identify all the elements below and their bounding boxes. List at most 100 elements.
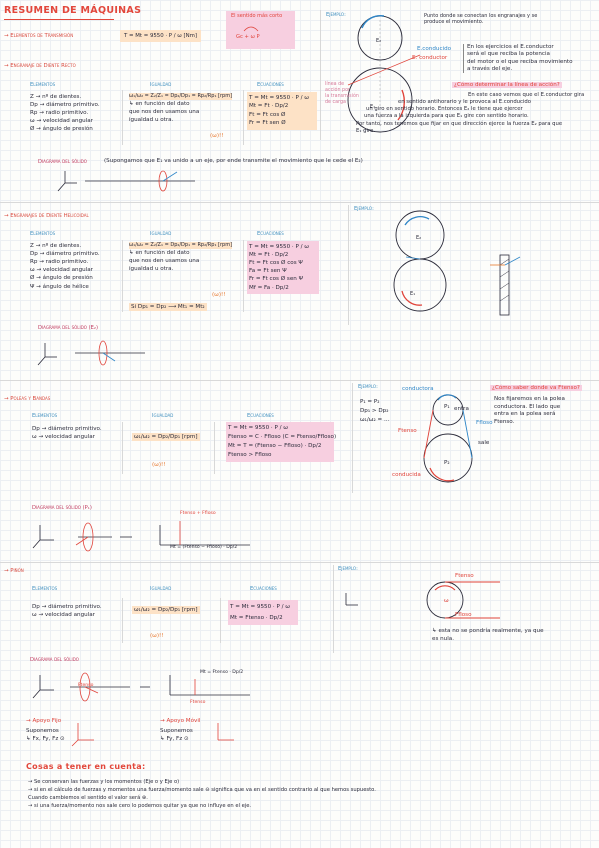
pinon-diagram-ftenso: Ftenso <box>78 683 94 688</box>
helicoidal-col-equations: Ecuaciones <box>257 231 284 237</box>
pinon-equality: ω₁/ω₂ = Dp₂/Dp₁ [rpm] <box>132 606 200 615</box>
pinon-example-ftenso: Ftenso <box>455 573 474 579</box>
divider-pinon <box>333 565 334 653</box>
poleas-equality: ω₁/ω₂ = Dp₂/Dp₁ [rpm] <box>132 433 200 442</box>
poleas-example-label: Ejemplo: <box>358 384 378 390</box>
conductor-explanation: En los ejercicios el E.conductor será el… <box>463 44 573 74</box>
apoyo-fijo-text: Suponemos ↳ Fx, Fy, Fz ⊙ <box>26 728 65 742</box>
poleas-diagram-mt: Mt = (Ftenso − Ffloso) · Dp/2 <box>170 545 238 550</box>
poleas-answer: Nos fijaremos en la polea conductora. El… <box>494 396 565 425</box>
poleas-label-ftenso: Ftenso <box>398 428 417 434</box>
helicoidal-diagram-label: Diagrama del sólido (E₂) <box>38 325 98 331</box>
poleas-example-values: P₁ = P₂ Dp₁ > Dp₂ ω₁/ω₂ = ... <box>360 399 390 423</box>
pinon-note: ↳ esta no se pondría realmente, ya que e… <box>432 628 544 642</box>
helicoidal-section-title: → Engranajes de Diente Helicoidal <box>4 213 89 219</box>
pinon-elements-list: Dp → diámetro primitivo. ω → velocidad a… <box>32 604 102 619</box>
svg-text:E₁: E₁ <box>410 291 415 297</box>
helicoidal-gear-diagram: E₂ E₁ <box>393 210 521 316</box>
transmission-label: → Elementos de Transmisión <box>4 33 74 39</box>
note-bottom: Gc + ω P <box>236 34 260 40</box>
sep-helicoidal <box>0 202 599 203</box>
pinon-divider-2 <box>220 598 221 643</box>
helicoidal-divider-2 <box>243 240 244 312</box>
title-underline <box>4 19 114 20</box>
poleas-col-equality: Igualdad <box>152 413 174 419</box>
poleas-elements-list: Dp → diámetro primitivo. ω → velocidad a… <box>32 426 102 441</box>
poleas-diagram <box>32 521 250 552</box>
apoyo-fijo-label: → Apoyo Fijo <box>26 718 62 724</box>
divider-top <box>320 10 321 140</box>
pinon-diagram-ftenso-2: Ftenso <box>190 700 206 705</box>
case-explanation: En este caso vemos que el E.conductor gi… <box>356 92 585 134</box>
helicoidal-equality-tag: (ω)!! <box>212 292 226 298</box>
pinon-example-ffloso: Ffloso <box>455 612 472 618</box>
apoyo-movil-diagram <box>217 723 234 741</box>
poleas-question: ¿Cómo saber donde va Ftenso? <box>490 385 582 392</box>
curved-arrow-icon <box>243 26 259 32</box>
poleas-diagram-label: Diagrama del sólido (P₁) <box>32 505 92 511</box>
poleas-divider-1 <box>122 422 123 474</box>
poleas-label-conducida: conducida <box>392 472 421 478</box>
conductor-label: E.conducido <box>417 46 452 52</box>
poleas-label-entra: entra <box>454 406 469 412</box>
helicoidal-col-elements: Elementos <box>30 231 56 237</box>
helicoidal-equality: ω₁/ω₂ = Z₂/Z₁ = Dp₂/Dp₁ = Rp₂/Rp₁ [rpm] … <box>129 242 233 273</box>
point-note: Punto donde se conectan los engranajes y… <box>424 13 538 25</box>
helicoidal-elements-list: Z → nº de dientes. Dp → diámetro primiti… <box>30 243 100 290</box>
cosas-title: Cosas a tener en cuenta: <box>26 762 146 771</box>
poleas-label-p1: P₁ <box>444 404 450 410</box>
divider-poleas <box>352 383 353 493</box>
sep-poleas <box>0 380 599 381</box>
poleas-label-sale: sale <box>478 440 490 446</box>
recto-divider-2 <box>243 90 244 145</box>
poleas-label-ffloso: Ffloso <box>476 420 493 426</box>
helicoidal-diagram <box>37 340 145 366</box>
note-box: El sentido más corto Gc + ω P <box>226 11 295 49</box>
pinon-col-equations: Ecuaciones <box>250 586 277 592</box>
main-formula: T = Mt = 9550 · P / ω [Nm] <box>120 30 202 43</box>
recto-col-equations: Ecuaciones <box>257 82 284 88</box>
pinon-example-label: Ejemplo: <box>338 566 358 572</box>
recto-diagram-label: Diagrama del sólido <box>38 159 87 165</box>
poleas-label-p2: P₂ <box>444 460 450 466</box>
note-top: El sentido más corto <box>231 13 283 19</box>
recto-section-title: → Engranaje de Diente Recto <box>4 63 76 69</box>
poleas-section-title: → Poleas y Bandas <box>4 396 51 402</box>
helicoidal-col-equality: Igualdad <box>150 231 172 237</box>
poleas-divider-2 <box>214 422 215 474</box>
svg-text:E₂: E₂ <box>416 235 421 241</box>
recto-equations: T = Mt = 9550 · P / ω Mt = Ft · Dp/2 Ft … <box>247 92 317 130</box>
apoyo-movil-text: Suponemos ↳ Fy, Fz ⊙ <box>160 728 193 742</box>
pinon-example-diagram <box>345 581 500 619</box>
sep-pinon <box>0 562 599 563</box>
example-label: Ejemplo: <box>326 12 346 18</box>
recto-equality: ω₁/ω₂ = Z₂/Z₁ = Dp₂/Dp₁ = Rp₂/Rp₁ [rpm] … <box>129 93 233 124</box>
recto-diagram-note: (Supongamos que E₁ va unido a un eje, po… <box>104 158 363 164</box>
svg-text:E₂: E₂ <box>376 38 381 44</box>
line-of-action-question: ¿Cómo determinar la línea de acción? <box>452 82 562 89</box>
poleas-col-equations: Ecuaciones <box>247 413 274 419</box>
recto-diagram <box>57 170 195 192</box>
gear-pair-diagram: E₂ E₁ <box>347 14 421 133</box>
divider-helicoidal <box>348 205 349 325</box>
helicoidal-equations: T = Mt = 9550 · P / ω Mt = Ft · Dp/2 Ft … <box>247 241 319 294</box>
poleas-label-conductora: conductora <box>402 386 434 392</box>
pinon-equality-tag: (ω)!! <box>150 633 164 639</box>
line-of-action-label: línea de acción por la transmisión de ca… <box>325 82 359 105</box>
svg-text:E₁: E₁ <box>370 104 375 110</box>
pinon-section-title: → Piñón <box>4 568 24 574</box>
pinon-example-omega: ω <box>444 598 449 604</box>
pinon-diagram-label: Diagrama del sólido <box>30 657 79 663</box>
recto-elements-list: Z → nº de dientes. Dp → diámetro primiti… <box>30 94 100 133</box>
driven-label: E. conductor <box>412 55 448 61</box>
helicoidal-divider-1 <box>122 240 123 312</box>
poleas-equations: T = Mt = 9550 · P / ω Ftenso = C · Fflos… <box>226 422 336 462</box>
pinon-equations: T = Mt = 9550 · P / ω Mt = Ftenso · Dp/2 <box>228 600 298 626</box>
helicoidal-equality-note: Si Dp₁ = Dp₂ ⟶ Mt₁ = Mt₂ <box>129 303 207 312</box>
pinon-col-equality: Igualdad <box>150 586 172 592</box>
recto-equality-tag: (ω)!! <box>210 133 224 139</box>
poleas-col-elements: Elementos <box>32 413 58 419</box>
recto-divider-1 <box>122 90 123 145</box>
helicoidal-example-label: Ejemplo: <box>354 206 374 212</box>
recto-col-equality: Igualdad <box>150 82 172 88</box>
